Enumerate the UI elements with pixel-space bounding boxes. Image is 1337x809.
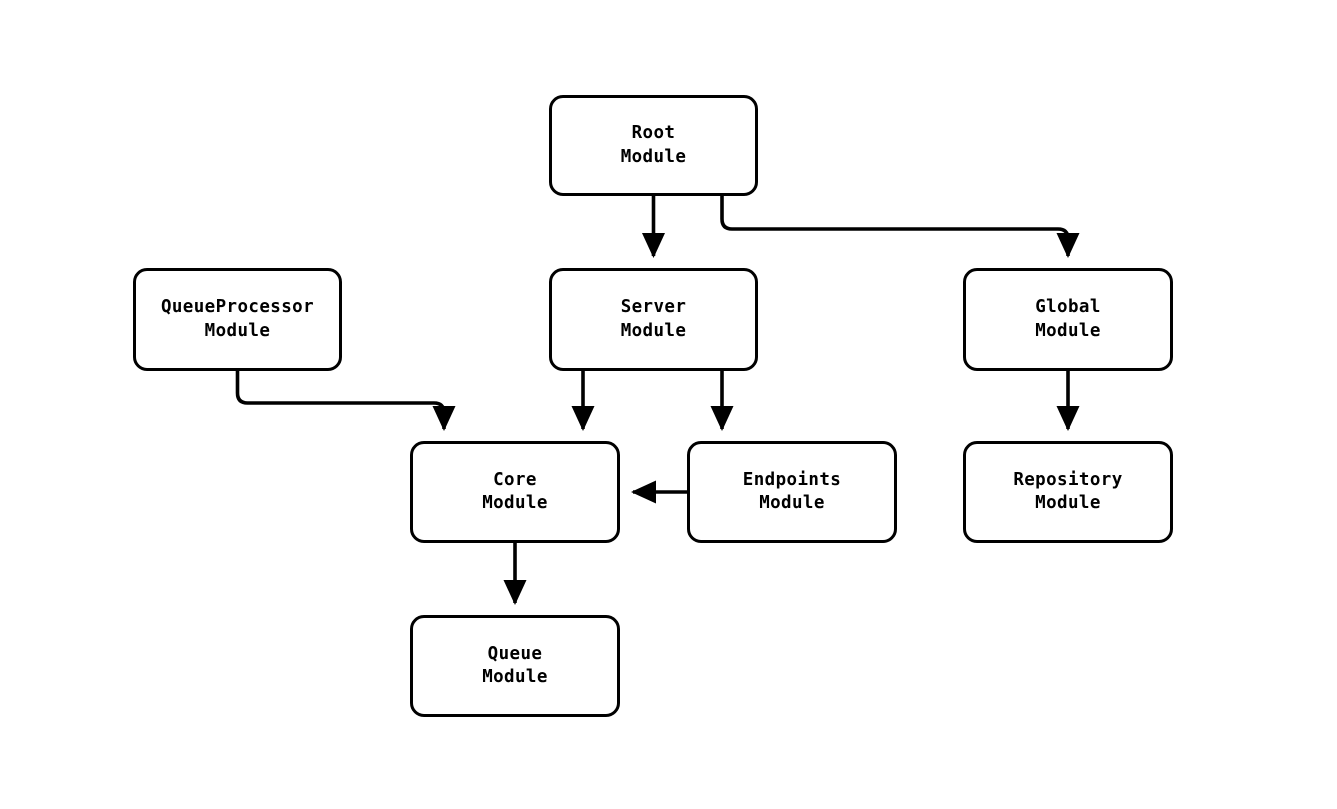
node-queueprocessor[interactable]: QueueProcessor Module: [133, 268, 342, 371]
node-global[interactable]: Global Module: [963, 268, 1173, 371]
node-core-label: Core Module: [482, 469, 548, 513]
node-queue-label: Queue Module: [482, 643, 548, 687]
node-repository[interactable]: Repository Module: [963, 441, 1173, 543]
node-core[interactable]: Core Module: [410, 441, 620, 543]
node-endpoints[interactable]: Endpoints Module: [687, 441, 897, 543]
node-global-label: Global Module: [1035, 297, 1101, 341]
node-server[interactable]: Server Module: [549, 268, 758, 371]
node-root[interactable]: Root Module: [549, 95, 758, 196]
node-queue[interactable]: Queue Module: [410, 615, 620, 717]
node-repository-label: Repository Module: [1013, 469, 1123, 513]
node-server-label: Server Module: [620, 297, 687, 341]
node-queueprocessor-label: QueueProcessor Module: [160, 297, 315, 341]
node-endpoints-label: Endpoints Module: [742, 469, 842, 513]
node-root-label: Root Module: [620, 123, 687, 167]
